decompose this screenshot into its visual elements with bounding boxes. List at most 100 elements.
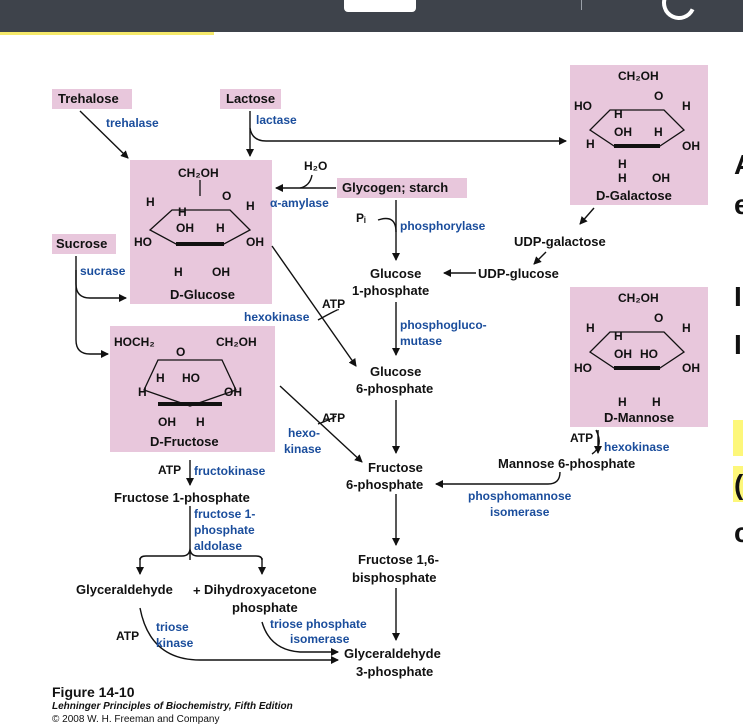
label-g3p-a: Glyceraldehyde xyxy=(344,646,441,661)
galactose-oh2: OH xyxy=(682,139,700,153)
mannose-oh2: OH xyxy=(682,361,700,375)
galactose-h4: H xyxy=(586,137,595,151)
label-g3p-b: 3-phosphate xyxy=(356,664,434,679)
label-dhap-a: Dihydroxyacetone xyxy=(204,582,317,597)
side-text-6: c xyxy=(734,517,743,548)
galactose-h3: H xyxy=(654,125,663,139)
highlight-1 xyxy=(733,420,743,456)
mannose-h2: H xyxy=(614,329,623,343)
label-udp-galactose: UDP-galactose xyxy=(514,234,606,249)
fructose-oh1: OH xyxy=(224,385,242,399)
label-lactose: Lactose xyxy=(226,91,276,106)
galactose-box xyxy=(570,65,708,205)
fructose-box xyxy=(110,326,275,452)
fructose-h1: H xyxy=(156,371,165,385)
label-d-mannose: D-Mannose xyxy=(604,410,675,425)
label-fructose-6p-b: 6-phosphate xyxy=(346,477,424,492)
galactose-ch2oh: CH₂OH xyxy=(618,69,659,83)
enzyme-hexokinase-fructose-a: hexo- xyxy=(288,426,321,440)
mannose-ho2: HO xyxy=(574,361,592,375)
enzyme-triose-kinase-b: kinase xyxy=(156,636,194,650)
mannose-h3: H xyxy=(682,321,691,335)
side-text-5: ( xyxy=(734,469,743,500)
label-glucose-1p-b: 1-phosphate xyxy=(352,283,430,298)
enzyme-fructokinase: fructokinase xyxy=(194,464,266,478)
label-glucose-6p-b: 6-phosphate xyxy=(356,381,434,396)
cofactor-atp-glucose: ATP xyxy=(322,297,346,311)
label-dhap-b: phosphate xyxy=(232,600,298,615)
glucose-h1: H xyxy=(146,195,155,209)
enzyme-trehalase: trehalase xyxy=(106,116,159,130)
fructose-o: O xyxy=(176,345,186,359)
enzyme-aldolase-c: aldolase xyxy=(194,539,243,553)
label-trehalose: Trehalose xyxy=(58,91,119,106)
glucose-ch2oh: CH₂OH xyxy=(178,166,219,180)
side-text-4: I xyxy=(734,329,742,360)
enzyme-pmi-a: phosphomannose xyxy=(468,489,572,503)
label-fructose-16bp-b: bisphosphate xyxy=(352,570,437,585)
label-glycogen: Glycogen; starch xyxy=(342,180,449,195)
enzyme-hexokinase-fructose-b: kinase xyxy=(284,442,322,456)
enzyme-phosphoglucomutase-b: mutase xyxy=(400,334,443,348)
tab[interactable] xyxy=(344,0,416,12)
copyright: © 2008 W. H. Freeman and Company xyxy=(52,714,220,725)
label-glucose-6p-a: Glucose xyxy=(370,364,422,379)
sucrose-box xyxy=(52,234,116,254)
mannose-h5: H xyxy=(652,395,661,409)
mannose-h4: H xyxy=(618,395,627,409)
label-d-galactose: D-Galactose xyxy=(596,188,672,203)
glucose-oh3: OH xyxy=(212,265,230,279)
side-text-2: e xyxy=(734,189,743,220)
mannose-ch2oh: CH₂OH xyxy=(618,291,659,305)
label-glucose-1p-a: Glucose xyxy=(370,266,422,281)
cofactor-atp-triose: ATP xyxy=(116,629,140,643)
toolbar-separator xyxy=(581,0,582,10)
cofactor-atp-fructose: ATP xyxy=(322,411,346,425)
glucose-h3: H xyxy=(246,199,255,213)
label-fructose-6p-a: Fructose xyxy=(368,460,423,475)
enzyme-phosphoglucomutase-a: phosphogluco- xyxy=(400,318,487,332)
label-fructose-1p: Fructose 1-phosphate xyxy=(114,490,250,505)
enzyme-tpi-b: isomerase xyxy=(290,632,350,646)
mannose-o: O xyxy=(654,311,664,325)
label-mannose-6p: Mannose 6-phosphate xyxy=(498,456,636,471)
galactose-h5: H xyxy=(618,157,627,171)
cofactor-atp-fructokinase: ATP xyxy=(158,463,182,477)
galactose-h2: H xyxy=(682,99,691,113)
glucose-ho: HO xyxy=(134,235,152,249)
label-d-glucose: D-Glucose xyxy=(170,287,236,302)
enzyme-sucrase: sucrase xyxy=(80,264,126,278)
fructose-hoch2: HOCH₂ xyxy=(114,335,155,349)
label-d-fructose: D-Fructose xyxy=(150,434,219,449)
fructose-ho: HO xyxy=(182,371,200,385)
mannose-h1: H xyxy=(586,321,595,335)
top-bar xyxy=(0,0,743,32)
cofactor-pi: Pᵢ xyxy=(356,211,366,225)
enzyme-lactase: lactase xyxy=(256,113,297,127)
mannose-box xyxy=(570,287,708,427)
enzyme-aldolase-a: fructose 1- xyxy=(194,507,256,521)
galactose-h1: H xyxy=(614,107,623,121)
label-fructose-16bp-a: Fructose 1,6- xyxy=(358,552,439,567)
glucose-h2: H xyxy=(178,205,187,219)
label-sucrose: Sucrose xyxy=(56,236,108,251)
glucose-oh2: OH xyxy=(246,235,264,249)
glucose-o: O xyxy=(222,189,232,203)
fructose-ch2oh: CH₂OH xyxy=(216,335,257,349)
cofactor-h2o: H₂O xyxy=(304,159,328,173)
galactose-o: O xyxy=(654,89,664,103)
galactose-ho: HO xyxy=(574,99,592,113)
galactose-oh3: OH xyxy=(652,171,670,185)
enzyme-pmi-b: isomerase xyxy=(490,505,550,519)
galactose-h6: H xyxy=(618,171,627,185)
mannose-ho1: HO xyxy=(640,347,658,361)
label-udp-glucose: UDP-glucose xyxy=(478,266,559,281)
highlight-2 xyxy=(733,466,743,502)
accent-line xyxy=(0,32,214,35)
side-text-1: A xyxy=(734,150,743,180)
label-plus: + xyxy=(193,583,201,598)
glycogen-box xyxy=(337,178,467,198)
enzyme-triose-kinase-a: triose xyxy=(156,620,189,634)
fructose-h2: H xyxy=(138,385,147,399)
